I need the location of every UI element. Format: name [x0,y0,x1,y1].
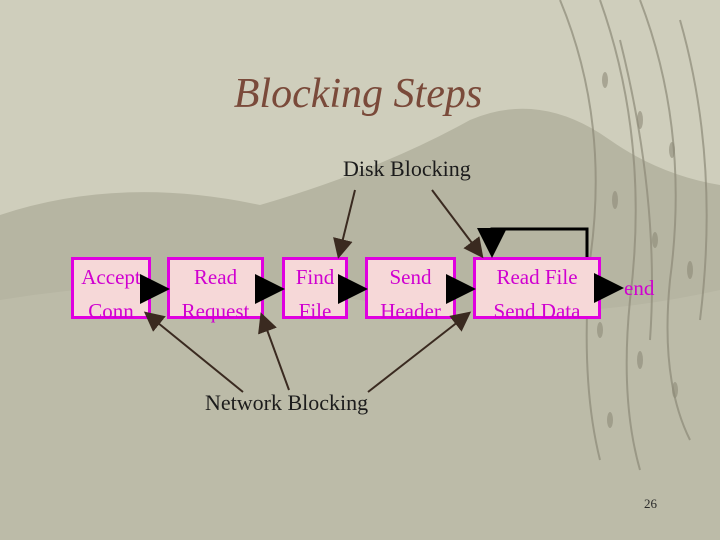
step-read-request: Read Request [167,257,264,323]
step-line2: Header [380,299,441,323]
step-line1: Read [193,265,238,289]
page-number: 26 [644,496,657,511]
network-blocking-label: Network Blocking [205,390,369,415]
step-line2: File [298,299,332,323]
step-line1: Read File [496,265,578,289]
slide-title: Blocking Steps [233,71,483,117]
step-find-file: Find File [282,257,348,323]
step-accept-conn: Accept Conn [71,257,151,323]
step-line1: Send [389,265,432,289]
step-send-header: Send Header [365,257,456,323]
step-line2: Request [181,299,250,323]
step-line1: Find [295,265,335,289]
step-line2: Conn [88,299,134,323]
step-line1: Accept [81,265,141,289]
step-line2: Send Data [493,299,581,323]
step-read-file-send-data: Read File Send Data [473,257,601,323]
disk-blocking-label: Disk Blocking [343,156,471,181]
end-label: end [624,276,655,300]
